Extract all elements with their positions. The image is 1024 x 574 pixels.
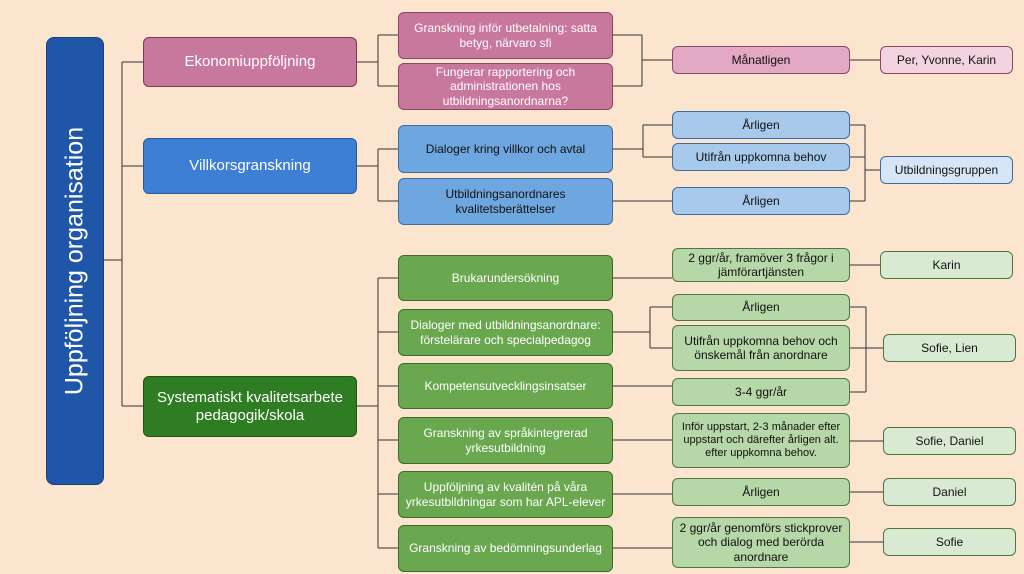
frequency-utifran-behov: Utifrån uppkomna behov <box>672 143 850 171</box>
frequency-3-4-ggr: 3-4 ggr/år <box>672 378 850 406</box>
connector-root-categories <box>102 61 143 407</box>
connector-kvalitet-tasks <box>357 277 398 549</box>
responsible-sofie-daniel: Sofie, Daniel <box>883 427 1016 455</box>
responsible-sofie-lien: Sofie, Lien <box>883 334 1016 362</box>
responsible-daniel: Daniel <box>883 478 1016 506</box>
frequency-arligen-kvalitetsberattelser: Årligen <box>672 187 850 215</box>
task-kompetensutveckling: Kompetensutvecklingsinsatser <box>398 363 613 409</box>
frequency-arligen-villkor: Årligen <box>672 111 850 139</box>
task-brukarundersokning: Brukarundersökning <box>398 255 613 301</box>
connector-villkor-tasks <box>357 148 398 202</box>
root-title-box: Uppföljning organisation <box>46 37 104 485</box>
category-villkor: Villkorsgranskning <box>143 138 357 194</box>
connector-ekonomi-freq <box>613 34 672 87</box>
frequency-stickprover: 2 ggr/år genomförs stickprover och dialo… <box>672 517 850 568</box>
connector-villkor-freq <box>613 124 672 202</box>
connector-ekonomi-tasks <box>357 34 398 87</box>
task-granskning-utbetalning: Granskning inför utbetalning: satta bety… <box>398 12 613 59</box>
category-kvalitet: Systematiskt kvalitetsarbete pedagogik/s… <box>143 376 357 437</box>
frequency-infor-uppstart: Inför uppstart, 2-3 månader efter uppsta… <box>672 413 850 468</box>
frequency-brukarundersokning: 2 ggr/år, framöver 3 frågor i jämförartj… <box>672 248 850 282</box>
responsible-karin: Karin <box>880 251 1013 279</box>
root-title-label: Uppföljning organisation <box>60 126 89 396</box>
task-kvalitetsberattelser: Utbildningsanordnares kvalitetsberättels… <box>398 178 613 225</box>
task-sprakintegrerad-yrkesutbildning: Granskning av språkintegrerad yrkesutbil… <box>398 417 613 464</box>
task-dialoger-villkor: Dialoger kring villkor och avtal <box>398 125 613 173</box>
task-bedomningsunderlag: Granskning av bedömningsunderlag <box>398 525 613 572</box>
connector-freq-responsible <box>850 59 883 543</box>
task-dialoger-forstelarare: Dialoger med utbildningsanordnare: först… <box>398 309 613 356</box>
category-ekonomi: Ekonomiuppföljning <box>143 37 357 87</box>
responsible-sofie: Sofie <box>883 528 1016 556</box>
responsible-utbildningsgruppen: Utbildningsgruppen <box>880 156 1013 184</box>
responsible-per-yvonne-karin: Per, Yvonne, Karin <box>880 46 1013 74</box>
frequency-manatligen: Månatligen <box>672 46 850 74</box>
task-uppfoljning-apl: Uppföljning av kvalitén på våra yrkesutb… <box>398 471 613 518</box>
frequency-arligen-apl: Årligen <box>672 478 850 506</box>
frequency-arligen-dialoger: Årligen <box>672 294 850 321</box>
frequency-utifran-onskemal: Utifrån uppkomna behov och önskemål från… <box>672 325 850 371</box>
task-rapportering-administration: Fungerar rapportering och administration… <box>398 63 613 110</box>
connector-kvalitet-freq <box>613 277 672 549</box>
